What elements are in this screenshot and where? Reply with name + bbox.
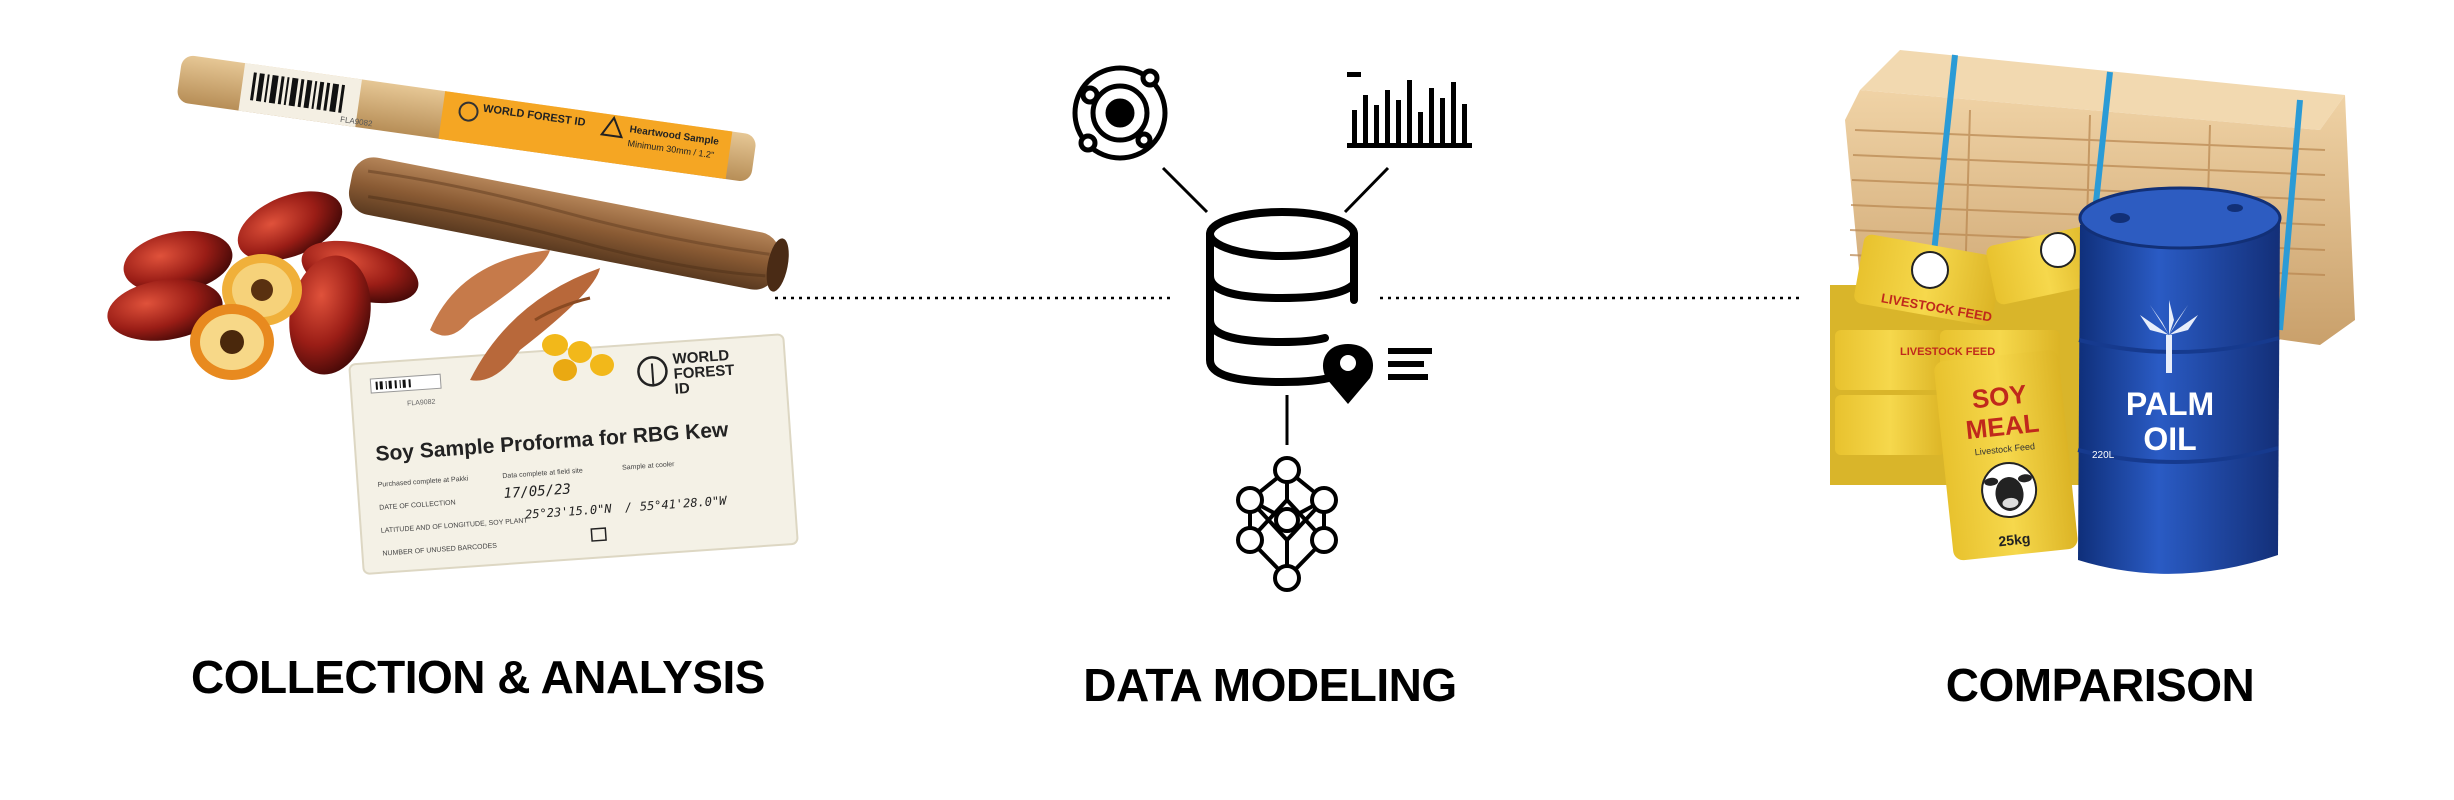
palm-oil-drum: PALM OIL 220L: [2077, 186, 2282, 574]
card-check-3: Sample at cooler: [622, 461, 676, 472]
drum-line-1: PALM: [2126, 386, 2214, 422]
tube-logo-icon: [458, 101, 479, 122]
orbit-icon: [1072, 65, 1168, 161]
card-brand-3: ID: [674, 380, 690, 398]
soy-meal-bag: SOY MEAL Livestock Feed 25kg: [1934, 350, 2078, 561]
warning-icon: [599, 115, 624, 139]
specimen-tube: WORLD FOREST ID Heartwood Sample Minimum…: [177, 55, 756, 181]
database-icon: [1206, 208, 1358, 387]
svg-text:/: /: [624, 500, 632, 514]
card-code: FLA9082: [407, 399, 436, 408]
caption-modeling: DATA MODELING: [1083, 659, 1457, 711]
stack-label-2: LIVESTOCK FEED: [1900, 346, 1995, 358]
palm-tree-icon: [2140, 300, 2198, 373]
link-chart: [1343, 166, 1390, 214]
caption-collection: COLLECTION & ANALYSIS: [191, 651, 765, 703]
comparison-illustration: LIVESTOCK FEED LIVESTOCK FEED SOY MEAL L…: [1830, 50, 2355, 574]
strap-3: [2277, 99, 2303, 331]
bark-core: [348, 157, 789, 292]
palm-fruits: [107, 191, 419, 380]
proforma-card: FLA9082 WORLD FOREST ID Soy Sample Profo…: [348, 333, 799, 575]
caption-comparison: COMPARISON: [1945, 659, 2255, 711]
bag-weight: 25kg: [1998, 530, 2031, 549]
neural-network-icon: [1236, 456, 1338, 592]
tube-barcode: [250, 72, 346, 113]
drum-volume: 220L: [2092, 450, 2115, 461]
card-lat-value: 25°23'15.0"N: [525, 502, 613, 522]
card-lon-value: 55°41'28.0"W: [639, 493, 728, 513]
bag-line-1: SOY: [1970, 379, 2028, 415]
card-date-value: 17/05/23: [503, 481, 571, 502]
collection-illustration: WORLD FOREST ID Heartwood Sample Minimum…: [107, 55, 799, 575]
link-orbit: [1161, 166, 1209, 214]
soy-pods: [430, 250, 614, 381]
location-pin-icon: [1322, 344, 1432, 404]
modeling-illustration: [775, 65, 1800, 592]
card-brand-2: FOREST: [673, 362, 735, 383]
card-brand-1: WORLD: [672, 347, 730, 368]
drum-line-2: OIL: [2143, 421, 2196, 457]
bar-chart-icon: [1347, 72, 1472, 148]
